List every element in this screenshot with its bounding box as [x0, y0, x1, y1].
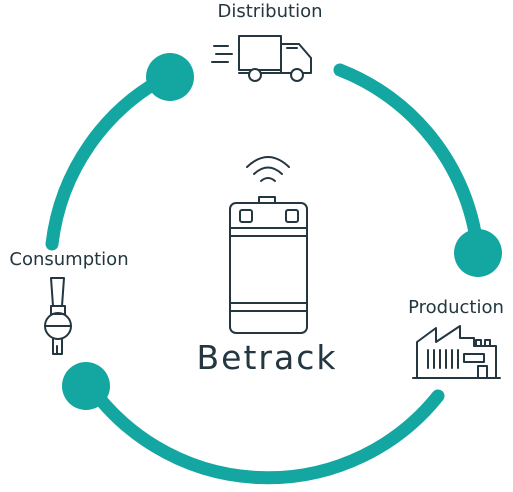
- arc-production-to-consumption: [79, 373, 445, 485]
- beer-tap-icon: [44, 277, 72, 355]
- delivery-truck-icon: [211, 35, 312, 82]
- distribution-label: Distribution: [217, 1, 322, 22]
- arc-consumption-to-distribution: [45, 68, 177, 251]
- cycle-node-distribution: [146, 53, 194, 101]
- cycle-ring: [45, 53, 502, 485]
- cycle-node-consumption: [62, 362, 110, 410]
- arc-distribution-to-production: [333, 63, 484, 252]
- factory-icon: [412, 325, 501, 379]
- production-label: Production: [408, 297, 504, 318]
- cycle-node-production: [454, 229, 502, 277]
- consumption-label: Consumption: [9, 249, 128, 270]
- brand-name: Betrack: [197, 338, 338, 377]
- wireless-signal-icon: [246, 156, 290, 182]
- keg-icon: [229, 196, 308, 334]
